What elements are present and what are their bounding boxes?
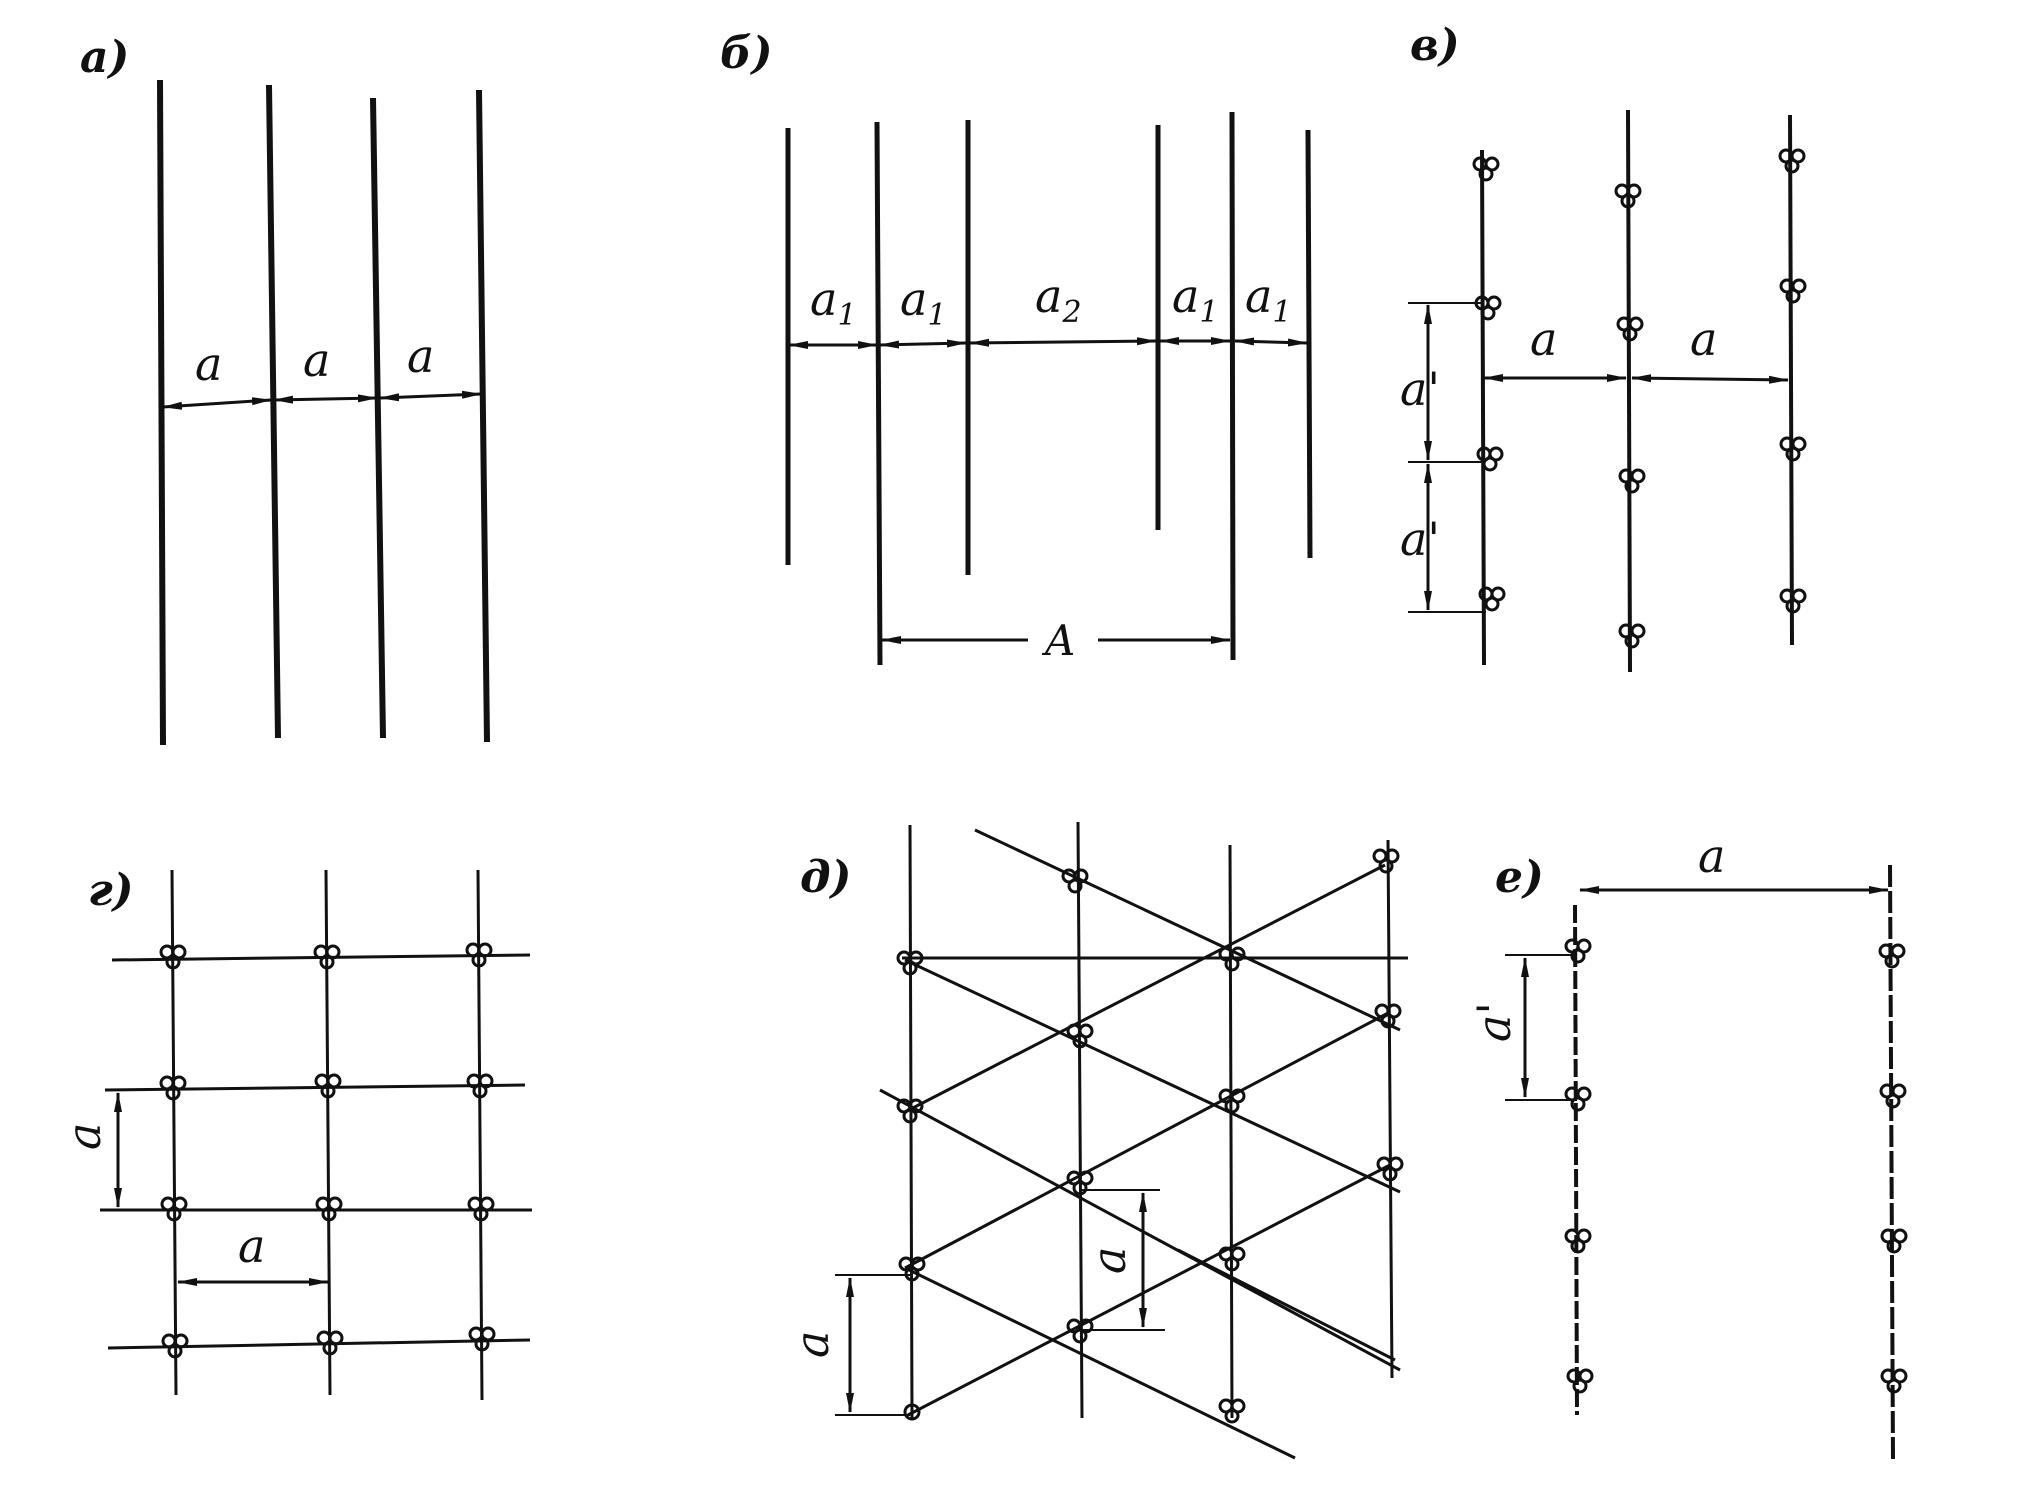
in-row-label: a' [1467,1002,1521,1042]
plant-icon [1472,156,1500,182]
plant-icon [1564,938,1592,964]
diagonal-line [904,1010,1391,1270]
spacing-arrow [879,339,967,349]
diagonal-line [904,958,1401,1194]
spacing-label: a [407,329,434,383]
row-line [1888,864,1895,1461]
in-row-label: a' [1400,512,1440,566]
row-line [1229,111,1236,661]
grid-vertical [476,869,484,1401]
plant-icon [1218,1398,1246,1424]
plant-icon [1618,623,1646,649]
spacing-arrow [162,397,272,410]
row-line [1626,109,1632,673]
spacing-arrow [379,390,482,402]
panel-e-label: е) [1495,852,1544,903]
panel-d: д) a [785,821,1408,1460]
panel-d-label: д) [800,852,851,903]
horizontal-label: a [238,1219,265,1273]
row-line [157,79,166,746]
panel-g: г) a a [57,865,532,1401]
in-row-label: a' [1400,362,1440,416]
row-line [1573,904,1579,1416]
plant-icon [1218,946,1246,972]
row-line [1480,149,1486,666]
spacing-label: a [1530,312,1557,366]
panel-v-label: в) [1410,20,1460,71]
diagonal-line [904,1266,1296,1460]
spacing-arrow [1234,337,1308,347]
row-line [874,121,883,666]
spacing-label: a1 [900,272,947,333]
diagonal-line [879,1088,1401,1372]
vertical-label: a [57,1123,111,1150]
panel-b-label: б) [720,28,773,79]
spacing-label: a [1698,829,1725,883]
dimension-label: a [1082,1247,1136,1274]
panel-a-label: а) [80,32,129,83]
spacing-arrow [273,394,378,404]
panel-e: е) a a' [1467,829,1908,1461]
row-line [370,97,386,739]
plant-marker [903,1403,921,1421]
panel-a: а) a a a [80,32,490,746]
dimension-label: a [785,1331,839,1358]
spacing-label: a1 [810,272,857,333]
spacing-label: a1 [1245,269,1292,330]
panel-b: б) a1 a1 a2 a1 a1 A [720,28,1313,666]
spacing-label: a [195,337,222,391]
plant-icon [1618,468,1646,494]
spacing-label: a [303,333,330,387]
spacing-label: a [1690,312,1717,366]
row-line [1305,129,1313,559]
spacing-arrow [969,337,1157,347]
band-label: A [1041,616,1075,665]
spacing-arrow [1631,374,1789,384]
row-line [1386,839,1394,1379]
spacing-label: a1 [1172,269,1219,330]
row-line [476,89,490,743]
plant-icon [1779,278,1807,304]
diagonal-line [907,1163,1391,1417]
spacing-label: a2 [1035,269,1082,330]
row-line [1788,114,1794,646]
panel-g-label: г) [88,865,134,916]
row-line [1228,844,1234,1419]
panel-v: в) a a a' a' [1400,20,1807,673]
diagonal-line [1177,1248,1396,1362]
row-line [266,84,281,739]
plant-icon [1880,1228,1908,1254]
row-line [1076,821,1084,1419]
diagonal-line [904,863,1386,1114]
diagonal-line [974,828,1401,1032]
plant-icon [1566,1368,1594,1394]
plant-icon [1474,295,1502,321]
